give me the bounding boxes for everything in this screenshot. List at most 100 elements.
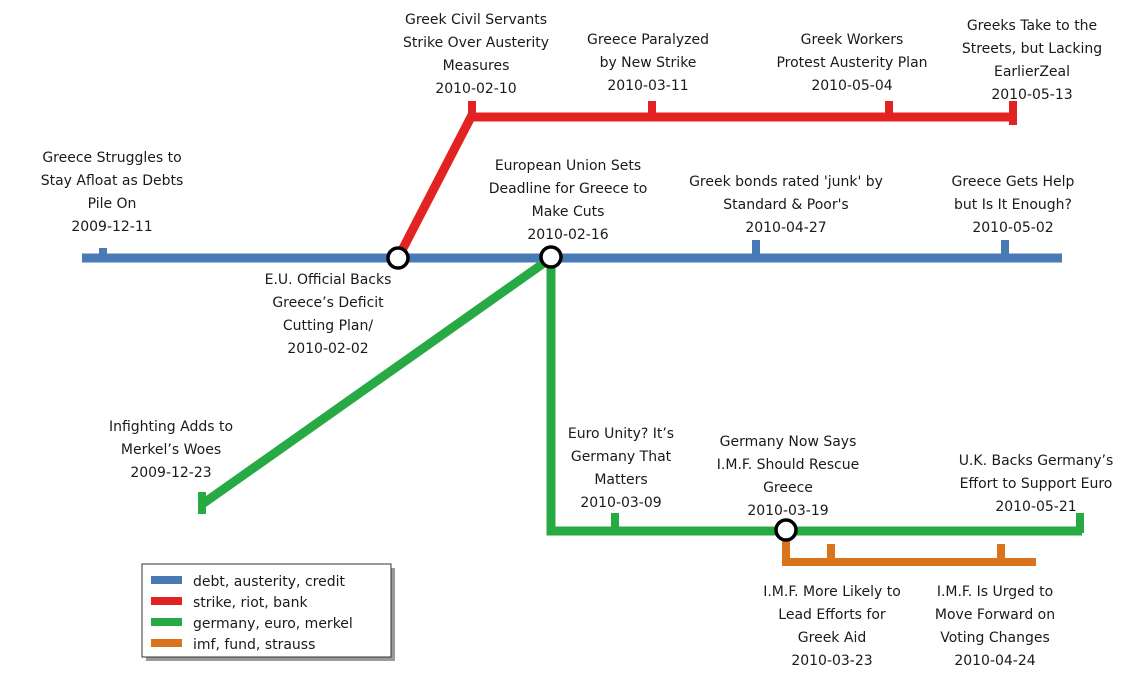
label-line: Greece Gets Help — [952, 174, 1075, 190]
junction-2010-03-19 — [774, 518, 798, 542]
imf-line-group — [782, 531, 1036, 566]
label-line: 2010-04-24 — [954, 653, 1035, 669]
label-line: 2010-03-19 — [747, 503, 828, 519]
label-line: Lead Efforts for — [778, 607, 886, 623]
label-line: Euro Unity? It’s — [568, 426, 674, 442]
label-greek-bonds: Greek bonds rated 'junk' by Standard & Po… — [689, 174, 883, 236]
label-line: 2010-05-02 — [972, 220, 1053, 236]
legend-swatch-germany — [151, 618, 182, 626]
legend-swatch-strike — [151, 597, 182, 605]
label-line: Voting Changes — [940, 630, 1050, 646]
junction-2010-02-16 — [539, 245, 563, 269]
label-line: Germany Now Says — [720, 434, 857, 450]
label-imf-urged: I.M.F. Is Urged to Move Forward on Voting … — [935, 584, 1055, 669]
label-line: Greece — [763, 480, 813, 496]
legend-label-strike: strike, riot, bank — [193, 595, 308, 611]
label-line: 2010-05-04 — [811, 78, 892, 94]
label-line: Standard & Poor's — [723, 197, 848, 213]
legend-label-debt: debt, austerity, credit — [193, 574, 345, 590]
label-line: Greece Paralyzed — [587, 32, 709, 48]
label-line: EarlierZeal — [994, 64, 1070, 80]
label-line: 2010-02-02 — [287, 341, 368, 357]
label-line: Stay Afloat as Debts — [41, 173, 184, 189]
label-line: Strike Over Austerity — [403, 35, 549, 51]
junction-2010-02-02 — [386, 246, 410, 270]
legend: debt, austerity, credit strike, riot, ba… — [141, 563, 395, 661]
label-line: 2010-02-10 — [435, 81, 516, 97]
legend-label-germany: germany, euro, merkel — [193, 616, 353, 632]
imf-tick-2010-03-23 — [827, 544, 835, 564]
label-line: Greeks Take to the — [967, 18, 1097, 34]
label-line: Greek Civil Servants — [405, 12, 547, 28]
label-line: Move Forward on — [935, 607, 1055, 623]
label-line: Make Cuts — [532, 204, 605, 220]
label-greece-help: Greece Gets Help but Is It Enough? 2010-05… — [952, 174, 1075, 236]
label-line: I.M.F. Is Urged to — [937, 584, 1053, 600]
strike-line-group — [394, 101, 1017, 261]
label-line: Effort to Support Euro — [960, 476, 1113, 492]
label-line: by New Strike — [600, 55, 697, 71]
label-paralyzed: Greece Paralyzed by New Strike 2010-03-11 — [587, 32, 709, 94]
label-line: 2010-04-27 — [745, 220, 826, 236]
label-line: Greek Workers — [801, 32, 904, 48]
strike-tick-2010-03-11 — [648, 101, 656, 121]
label-line: Streets, but Lacking — [962, 41, 1102, 57]
label-line: Greek bonds rated 'junk' by — [689, 174, 883, 190]
debt-tick-2010-05-02 — [1001, 240, 1009, 260]
strike-tick-2010-02-10 — [468, 101, 476, 121]
legend-swatch-debt — [151, 576, 182, 584]
germany-tick-2009-12-23 — [198, 492, 206, 514]
label-line: Germany That — [571, 449, 672, 465]
label-line: Measures — [443, 58, 510, 74]
legend-box — [141, 563, 392, 658]
germany-tick-2010-03-09 — [611, 513, 619, 533]
strike-tick-2010-05-04 — [885, 101, 893, 121]
debt-tick-2009-12-11 — [99, 248, 107, 260]
debt-line-group — [82, 240, 1062, 263]
label-line: but Is It Enough? — [954, 197, 1072, 213]
germany-line-a — [198, 254, 554, 509]
label-line: 2010-05-13 — [991, 87, 1072, 103]
label-line: European Union Sets — [495, 158, 641, 174]
germany-tick-2010-05-21 — [1076, 513, 1084, 533]
label-line: Greece Struggles to — [42, 150, 181, 166]
label-line: Infighting Adds to — [109, 419, 233, 435]
label-line: Deadline for Greece to — [489, 181, 648, 197]
label-line: Merkel’s Woes — [121, 442, 221, 458]
legend-swatch-imf — [151, 639, 182, 647]
label-line: 2009-12-23 — [130, 465, 211, 481]
label-line: U.K. Backs Germany’s — [959, 453, 1114, 469]
label-line: I.M.F. Should Rescue — [717, 457, 859, 473]
label-line: 2010-03-11 — [607, 78, 688, 94]
label-line: E.U. Official Backs — [265, 272, 392, 288]
label-line: 2010-05-21 — [995, 499, 1076, 515]
label-line: Pile On — [88, 196, 137, 212]
label-line: Protest Austerity Plan — [776, 55, 927, 71]
label-line: I.M.F. More Likely to — [763, 584, 901, 600]
germany-line-group — [198, 254, 1084, 536]
label-line: 2010-03-23 — [791, 653, 872, 669]
label-line: Greek Aid — [798, 630, 866, 646]
strike-tick-2010-05-13 — [1009, 101, 1017, 125]
label-line: Greece’s Deficit — [272, 295, 384, 311]
label-line: 2009-12-11 — [71, 219, 152, 235]
imf-tick-2010-04-24 — [997, 544, 1005, 564]
label-line: Cutting Plan/ — [283, 318, 374, 334]
label-infighting: Infighting Adds to Merkel’s Woes 2009-12-2… — [109, 419, 233, 481]
label-line: 2010-03-09 — [580, 495, 661, 511]
germany-line-b — [546, 258, 1082, 536]
debt-tick-2010-04-27 — [752, 240, 760, 260]
legend-label-imf: imf, fund, strauss — [193, 637, 315, 653]
